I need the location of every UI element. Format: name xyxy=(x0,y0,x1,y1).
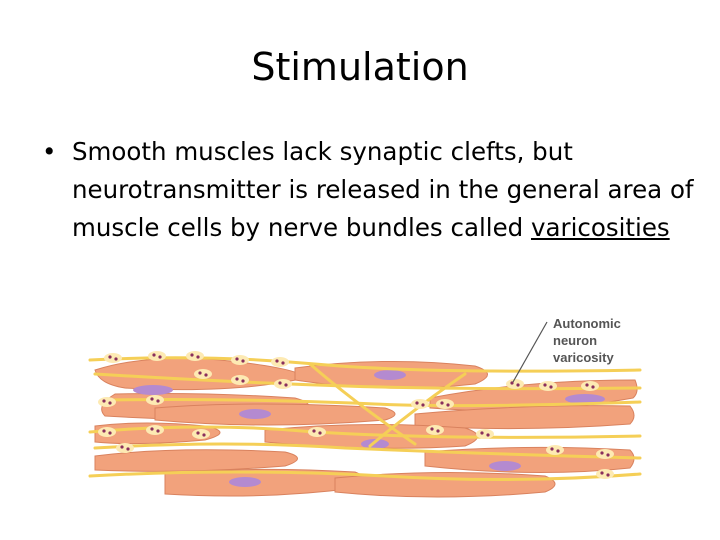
nucleus xyxy=(133,385,173,395)
varicosity xyxy=(271,357,289,367)
varicosity xyxy=(308,427,326,437)
varicosity xyxy=(116,443,134,453)
nerve-fiber xyxy=(103,398,642,408)
label-line-2: neuron xyxy=(553,333,597,348)
varicosity xyxy=(192,429,210,439)
nucleus xyxy=(565,394,605,404)
nerve-fiber xyxy=(88,470,642,482)
muscle-cell xyxy=(94,449,298,472)
varicosity-label: Autonomic neuron varicosity xyxy=(512,316,621,383)
varicosity xyxy=(104,353,122,363)
nucleus xyxy=(239,409,271,419)
bullet-text: Smooth muscles lack synaptic clefts, but… xyxy=(72,137,694,242)
varicosity xyxy=(186,351,204,361)
label-line-1: Autonomic xyxy=(553,316,621,331)
varicosity xyxy=(231,375,249,385)
label-line-3: varicosity xyxy=(553,350,614,365)
muscle-cell xyxy=(154,403,396,426)
varicosity xyxy=(146,395,164,405)
nucleus xyxy=(489,461,521,471)
nerve-fibers xyxy=(88,356,642,482)
nerve-fiber xyxy=(368,372,467,448)
varicosity xyxy=(98,427,116,437)
varicosity xyxy=(546,445,564,455)
varicosity xyxy=(148,351,166,361)
bullet-term: varicosities xyxy=(530,213,670,242)
bullet-icon: • xyxy=(42,137,57,166)
muscle-cell xyxy=(414,405,635,430)
varicosity xyxy=(476,429,494,439)
varicosities xyxy=(98,351,614,479)
smooth-muscle-illustration: Autonomic neuron varicosity xyxy=(88,316,642,498)
label-leader-line xyxy=(512,321,548,383)
varicosity xyxy=(539,381,557,391)
varicosity xyxy=(426,425,444,435)
slide-title: Stimulation xyxy=(251,45,469,89)
varicosity xyxy=(436,399,454,409)
varicosity xyxy=(98,397,116,407)
varicosity xyxy=(411,399,429,409)
bullet-list: • Smooth muscles lack synaptic clefts, b… xyxy=(42,133,702,247)
varicosity xyxy=(596,449,614,459)
nucleus xyxy=(361,439,389,449)
nerve-fiber xyxy=(93,442,642,460)
nucleus xyxy=(374,370,406,380)
varicosity xyxy=(231,355,249,365)
varicosity xyxy=(146,425,164,435)
varicosity xyxy=(274,379,292,389)
bullet-item: • Smooth muscles lack synaptic clefts, b… xyxy=(42,133,702,247)
varicosity xyxy=(581,381,599,391)
varicosity xyxy=(506,379,524,389)
smooth-muscle-figure: Autonomic neuron varicosity xyxy=(85,308,645,508)
nucleus xyxy=(229,477,261,487)
nuclei xyxy=(133,370,605,487)
nerve-fiber xyxy=(88,356,642,373)
nerve-fiber xyxy=(308,362,417,446)
varicosity xyxy=(596,469,614,479)
varicosity xyxy=(194,369,212,379)
